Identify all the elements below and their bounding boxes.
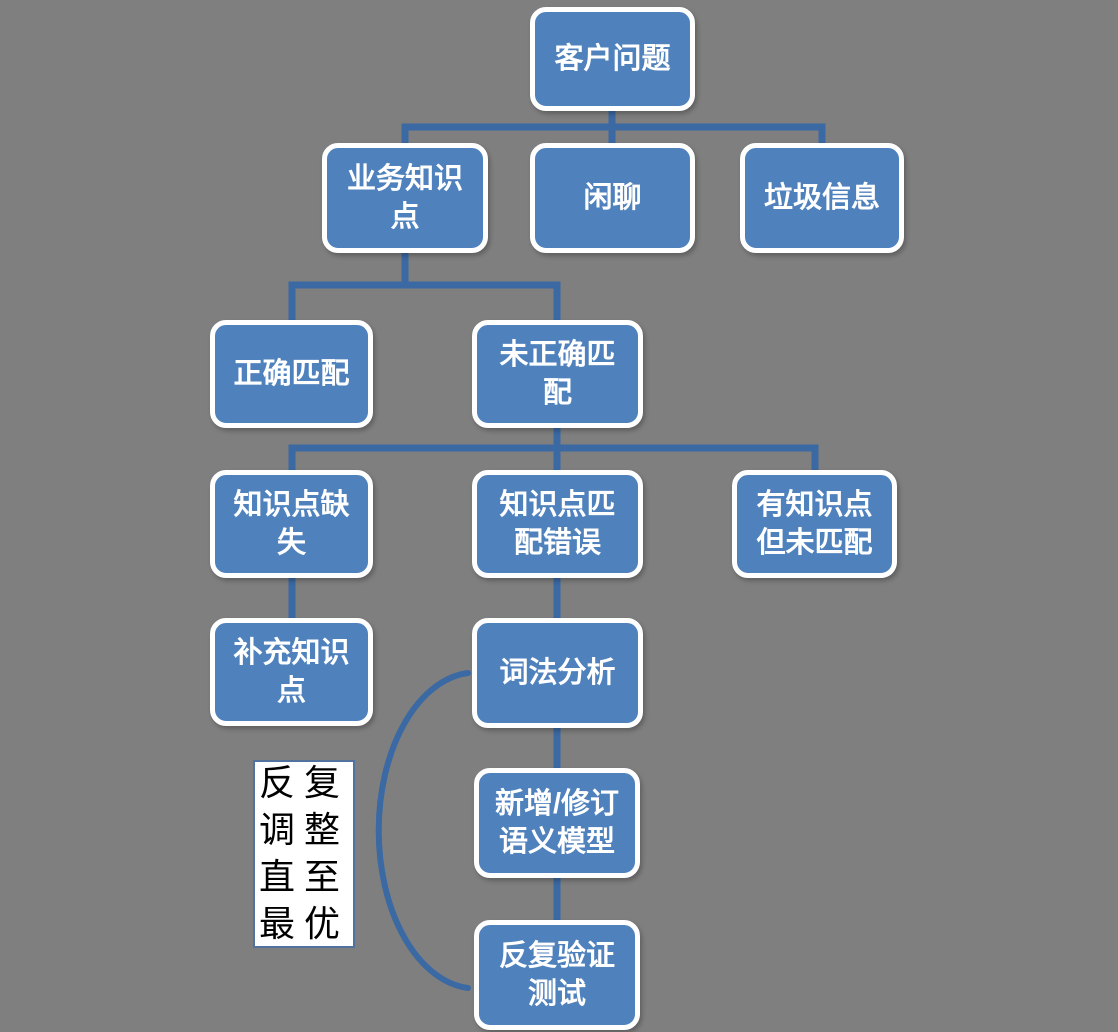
node-supplement-kp: 补充知识 点 bbox=[210, 618, 373, 726]
node-lexical-analysis: 词法分析 bbox=[472, 618, 643, 728]
node-chitchat: 闲聊 bbox=[530, 143, 695, 253]
node-kp-exists-unmatched: 有知识点 但未匹配 bbox=[732, 470, 897, 578]
connector-business-children-bar bbox=[288, 281, 561, 320]
node-incorrect-match: 未正确匹 配 bbox=[472, 320, 643, 428]
node-spam: 垃圾信息 bbox=[740, 143, 904, 253]
node-repeat-verify-test: 反复验证 测试 bbox=[474, 920, 640, 1030]
node-revise-semantic-model: 新增/修订 语义模型 bbox=[474, 768, 640, 878]
node-customer-question: 客户问题 bbox=[530, 7, 695, 111]
node-business-knowledge: 业务知识 点 bbox=[322, 143, 488, 253]
connector-loop-arc bbox=[375, 670, 471, 991]
loop-annotation-note: 反复 调整 直至 最优 bbox=[253, 760, 355, 948]
node-kp-match-error: 知识点匹 配错误 bbox=[472, 470, 643, 578]
node-correct-match: 正确匹配 bbox=[210, 320, 373, 428]
node-kp-missing: 知识点缺 失 bbox=[210, 470, 373, 578]
